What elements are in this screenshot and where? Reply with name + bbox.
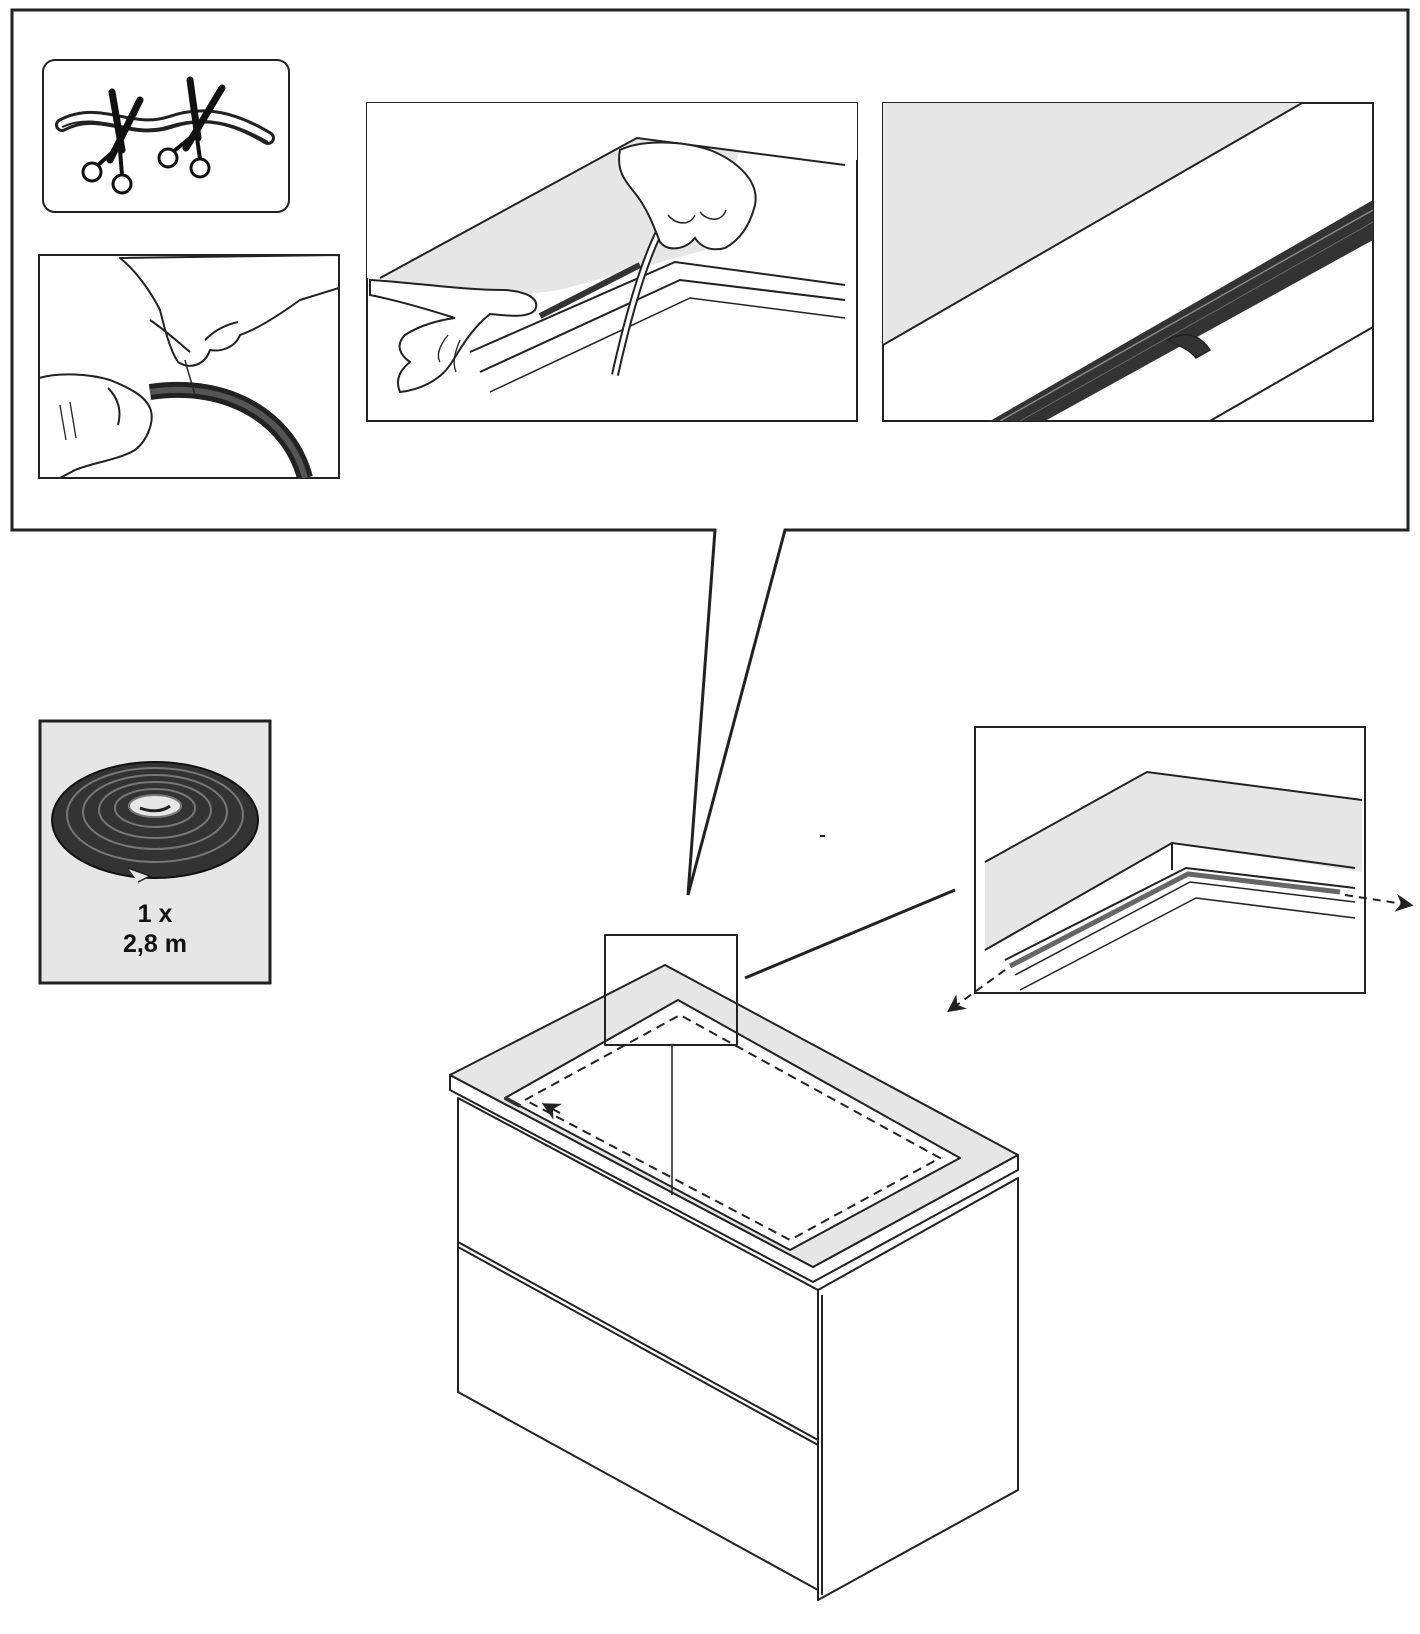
- seal-applied-icon: [882, 102, 1374, 422]
- seal-length: 2,8 m: [123, 930, 187, 958]
- seal-roll-icon: [51, 761, 259, 883]
- seal-package-box: 1 x 2,8 m: [38, 719, 272, 985]
- kitchen-cabinet: [449, 934, 1019, 1601]
- apply-seal-icon: [366, 102, 858, 422]
- corner-detail-icon: [947, 726, 1414, 1013]
- peel-tape-icon: [38, 254, 340, 479]
- seal-quantity: 1 x: [138, 900, 173, 928]
- scissors-cut-icon: [42, 59, 290, 213]
